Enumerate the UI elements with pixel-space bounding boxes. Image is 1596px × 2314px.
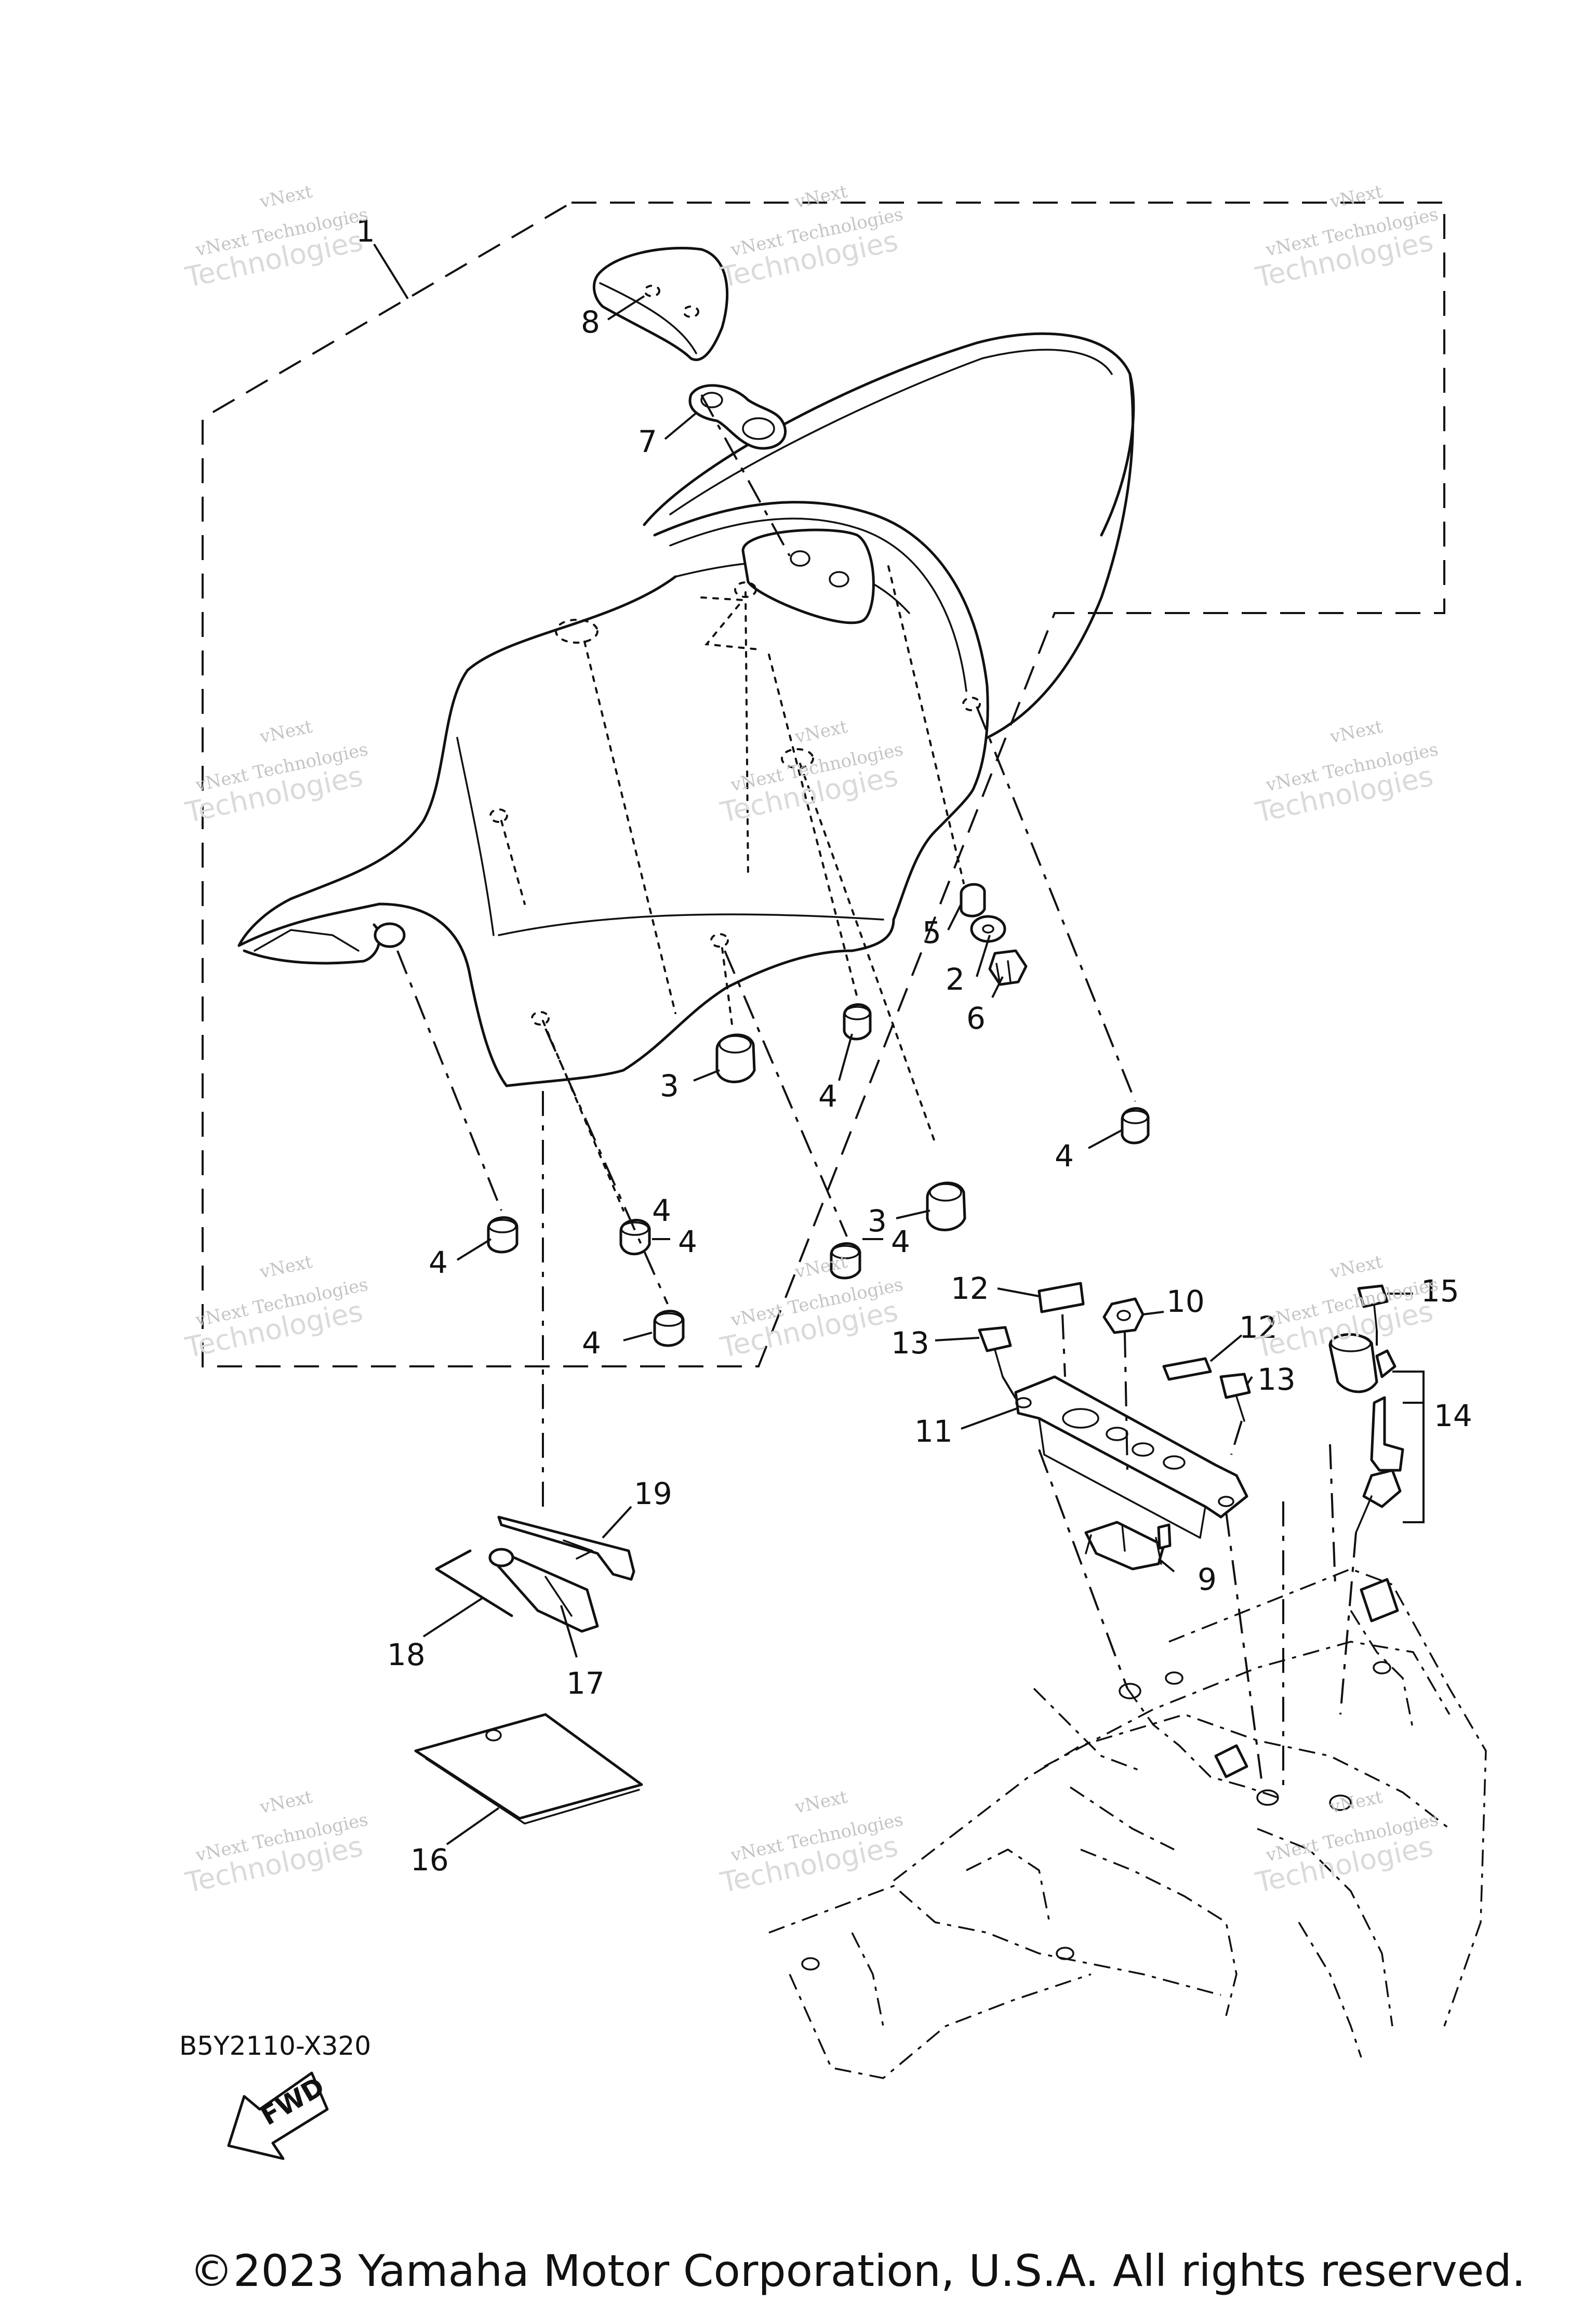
damper-part-4-c	[1121, 1107, 1150, 1145]
callout-5: 5	[922, 915, 941, 950]
seat	[237, 332, 1135, 1087]
watermarks: vNext vNext Technologies Technologies vN…	[182, 181, 1440, 1899]
watermark: vNext vNext Technologies Technologies	[1252, 1252, 1440, 1364]
damper-part-4-group	[487, 1003, 1150, 1347]
callout-11: 11	[914, 1414, 953, 1449]
svg-text:vNext: vNext	[1328, 1787, 1385, 1818]
lock-bracket-part-9	[1084, 1521, 1172, 1571]
damper-part-4-a	[843, 1003, 872, 1041]
watermark: vNext vNext Technologies Technologies	[1252, 181, 1440, 294]
svg-text:vNext: vNext	[1328, 1252, 1385, 1283]
callout-15: 15	[1421, 1273, 1459, 1309]
svg-text:vNext: vNext	[793, 1787, 849, 1818]
handle-part-17	[488, 1548, 599, 1633]
bolt-part-13-a	[978, 1326, 1012, 1378]
diagram-code: B5Y2110-X320	[179, 2031, 371, 2061]
svg-text:vNext: vNext	[793, 716, 849, 748]
callout-3-b: 3	[868, 1203, 887, 1239]
lock-set-part-14	[1328, 1333, 1404, 1534]
callout-4-b: 4	[678, 1224, 697, 1259]
watermark: vNext vNext Technologies Technologies	[717, 1252, 905, 1364]
copyright-notice: ©2023 Yamaha Motor Corporation, U.S.A. A…	[190, 2245, 1525, 2296]
damper-part-3-a	[715, 1033, 756, 1083]
collar-part-5	[960, 883, 986, 917]
watermark: vNext vNext Technologies Technologies	[717, 1787, 905, 1899]
seat-guide-lines	[396, 394, 1136, 1507]
label-part-12-b	[1162, 1357, 1212, 1381]
watermark: vNext vNext Technologies Technologies	[182, 1787, 370, 1899]
callout-2: 2	[946, 962, 965, 997]
callout-3-a: 3	[660, 1068, 679, 1103]
callout-numbers: 1 8 7 5 2 6 3 4 4 3 4 4 4 4 4 12 10 12 1…	[356, 214, 1472, 1878]
callout-4-e: 4	[891, 1224, 910, 1259]
callout-10: 10	[1166, 1284, 1205, 1319]
callout-4-f: 4	[582, 1325, 601, 1361]
grommet-plate-part-7	[688, 384, 787, 450]
callout-14: 14	[1434, 1398, 1472, 1433]
svg-text:vNext: vNext	[258, 716, 314, 748]
damper-part-3-b	[926, 1181, 966, 1231]
watermark: vNext vNext Technologies Technologies	[1252, 716, 1440, 829]
callout-13-a: 13	[891, 1325, 929, 1361]
damper-part-4-e	[830, 1242, 861, 1280]
svg-text:vNext: vNext	[258, 1252, 314, 1283]
damper-part-4-f	[653, 1310, 685, 1347]
bolt-part-13-b	[1219, 1373, 1251, 1422]
passenger-pad-part-8	[592, 247, 729, 361]
callout-17: 17	[566, 1666, 605, 1701]
svg-text:vNext: vNext	[1328, 181, 1385, 213]
callout-8: 8	[581, 304, 600, 340]
callout-1: 1	[356, 214, 375, 249]
callout-4-g: 4	[652, 1193, 671, 1228]
damper-part-4-d	[487, 1216, 518, 1254]
svg-text:vNext: vNext	[258, 1787, 314, 1818]
svg-text:vNext: vNext	[1328, 716, 1385, 748]
watermark: vNext vNext Technologies Technologies	[182, 1252, 370, 1364]
bolt-part-6	[988, 949, 1028, 986]
callout-19: 19	[634, 1476, 672, 1511]
watermark: vNext vNext Technologies Technologies	[182, 181, 370, 294]
svg-text:vNext: vNext	[258, 181, 314, 213]
bracket-guide-lines	[1002, 1314, 1425, 1792]
seat-assembly-boundary	[202, 202, 1445, 1367]
watermark: vNext vNext Technologies Technologies	[717, 181, 905, 294]
nut-part-10	[1102, 1297, 1145, 1334]
callout-18: 18	[387, 1637, 425, 1672]
tool-bag-part-16	[414, 1713, 643, 1825]
forward-direction-arrow: FWD	[227, 2071, 329, 2160]
callout-12-b: 12	[1239, 1310, 1278, 1345]
callout-4-d: 4	[429, 1245, 448, 1280]
callout-4-c: 4	[1055, 1138, 1074, 1174]
callout-13-b: 13	[1257, 1362, 1296, 1397]
callout-9: 9	[1198, 1562, 1217, 1597]
label-part-12-a	[1038, 1282, 1085, 1313]
callout-leaders	[373, 243, 1413, 1845]
callout-7: 7	[638, 424, 657, 459]
bolt-part-15	[1357, 1284, 1389, 1331]
hex-wrench-part-18	[435, 1549, 513, 1617]
damper-part-4-b	[619, 1219, 651, 1256]
seat-bracket-part-11	[1014, 1375, 1248, 1539]
callout-12-a: 12	[951, 1271, 989, 1306]
screwdriver-part-19	[497, 1515, 635, 1581]
rear-frame	[768, 1568, 1487, 2079]
callout-6: 6	[966, 1001, 986, 1036]
watermark: vNext vNext Technologies Technologies	[717, 716, 905, 829]
watermark: vNext vNext Technologies Technologies	[1252, 1787, 1440, 1899]
svg-text:vNext: vNext	[793, 181, 849, 213]
callout-16: 16	[410, 1842, 449, 1878]
callout-4-a: 4	[818, 1079, 837, 1114]
